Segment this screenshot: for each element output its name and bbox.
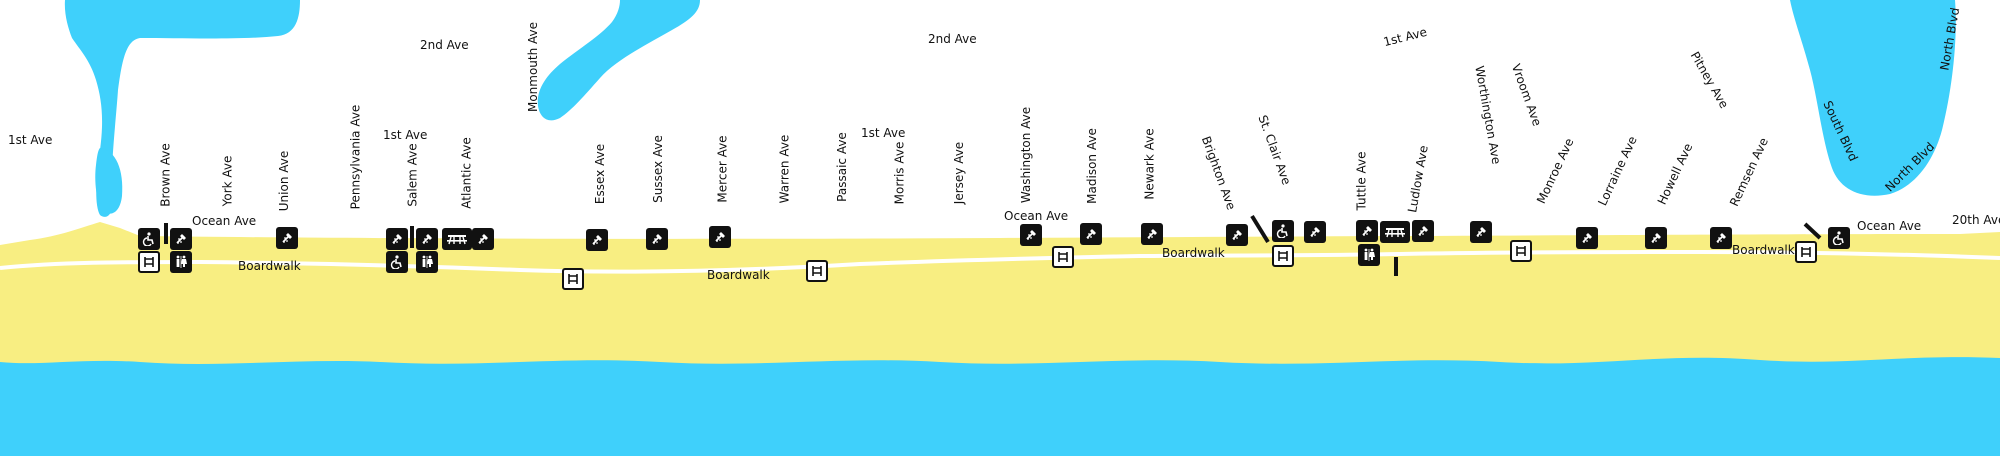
inlet-left [64, 0, 301, 217]
street-label-ocean-ave: Ocean Ave [1004, 209, 1069, 223]
shower-icon[interactable] [170, 228, 192, 250]
restroom-icon[interactable] [416, 251, 438, 273]
street-label-2nd-ave: 2nd Ave [928, 32, 977, 46]
picnic-table-icon[interactable] [442, 228, 472, 250]
boardwalk-path [0, 249, 2000, 274]
street-label-passaic-ave: Passaic Ave [834, 132, 849, 202]
street-label-madison-ave: Madison Ave [1084, 128, 1099, 204]
middle-lake [537, 0, 700, 121]
shower-icon[interactable] [1226, 224, 1248, 246]
right-lagoon [1790, 0, 1956, 196]
shower-icon[interactable] [472, 228, 494, 250]
shower-icon[interactable] [1576, 227, 1598, 249]
small-island [95, 148, 123, 214]
boardwalk-label: Boardwalk [707, 268, 770, 282]
shower-icon[interactable] [1412, 220, 1434, 242]
beach-entrance-icon[interactable] [1795, 241, 1817, 263]
street-label-pennsylvania-ave: Pennsylvania Ave [348, 104, 363, 210]
street-label-essex-ave: Essex Ave [593, 143, 608, 205]
street-label-warren-ave: Warren Ave [777, 134, 792, 204]
restroom-icon[interactable] [1358, 244, 1380, 266]
beach-entrance-icon[interactable] [138, 251, 160, 273]
shower-icon[interactable] [586, 229, 608, 251]
wheelchair-access-icon[interactable] [386, 251, 408, 273]
beach-sand [0, 222, 2000, 364]
street-label-brown-ave: Brown Ave [158, 143, 173, 207]
street-label-morris-ave: Morris Ave [892, 141, 907, 205]
restroom-icon[interactable] [170, 251, 192, 273]
boardwalk-label: Boardwalk [1162, 246, 1225, 260]
shower-icon[interactable] [646, 228, 668, 250]
marker-bar [1803, 222, 1822, 240]
wheelchair-access-icon[interactable] [1272, 220, 1294, 242]
beach-entrance-icon[interactable] [1272, 245, 1294, 267]
shower-icon[interactable] [1470, 221, 1492, 243]
street-label-tuttle-ave: Tuttle Ave [1354, 151, 1369, 211]
street-label-atlantic-ave: Atlantic Ave [459, 137, 474, 209]
shower-icon[interactable] [386, 228, 408, 250]
picnic-table-icon[interactable] [1380, 221, 1410, 243]
street-label-washington-ave: Washington Ave [1019, 106, 1034, 204]
marker-bar [1250, 214, 1270, 244]
beach-entrance-icon[interactable] [562, 268, 584, 290]
street-label-monmouth-ave: Monmouth Ave [526, 21, 541, 113]
shower-icon[interactable] [1080, 223, 1102, 245]
wheelchair-access-icon[interactable] [1828, 227, 1850, 249]
beach-entrance-icon[interactable] [1510, 240, 1532, 262]
street-label-union-ave: Union Ave [277, 150, 292, 212]
shower-icon[interactable] [416, 228, 438, 250]
street-label-1st-ave: 1st Ave [861, 126, 906, 140]
street-label-20th-ave: 20th Ave [1952, 213, 2000, 227]
shower-icon[interactable] [276, 227, 298, 249]
shower-icon[interactable] [1141, 223, 1163, 245]
boardwalk-label: Boardwalk [1732, 243, 1795, 257]
street-label-1st-ave: 1st Ave [383, 128, 428, 142]
street-label-york-ave: York Ave [220, 155, 235, 207]
shower-icon[interactable] [1304, 221, 1326, 243]
street-label-newark-ave: Newark Ave [1142, 128, 1157, 200]
street-label-sussex-ave: Sussex Ave [650, 135, 665, 203]
street-label-1st-ave: 1st Ave [8, 133, 53, 147]
boardwalk-label: Boardwalk [238, 259, 301, 273]
beach-entrance-icon[interactable] [1052, 246, 1074, 268]
shower-icon[interactable] [709, 226, 731, 248]
ocean [0, 350, 2000, 456]
street-label-salem-ave: Salem Ave [405, 143, 420, 207]
beach-entrance-icon[interactable] [806, 260, 828, 282]
street-label-2nd-ave: 2nd Ave [420, 38, 469, 52]
wheelchair-access-icon[interactable] [138, 228, 160, 250]
street-label-jersey-ave: Jersey Ave [952, 141, 967, 205]
street-label-mercer-ave: Mercer Ave [715, 135, 730, 203]
shower-icon[interactable] [1356, 220, 1378, 242]
street-label-ocean-ave: Ocean Ave [1857, 219, 1922, 233]
shower-icon[interactable] [1020, 224, 1042, 246]
street-label-ocean-ave: Ocean Ave [192, 214, 257, 228]
shower-icon[interactable] [1710, 227, 1732, 249]
shower-icon[interactable] [1645, 227, 1667, 249]
